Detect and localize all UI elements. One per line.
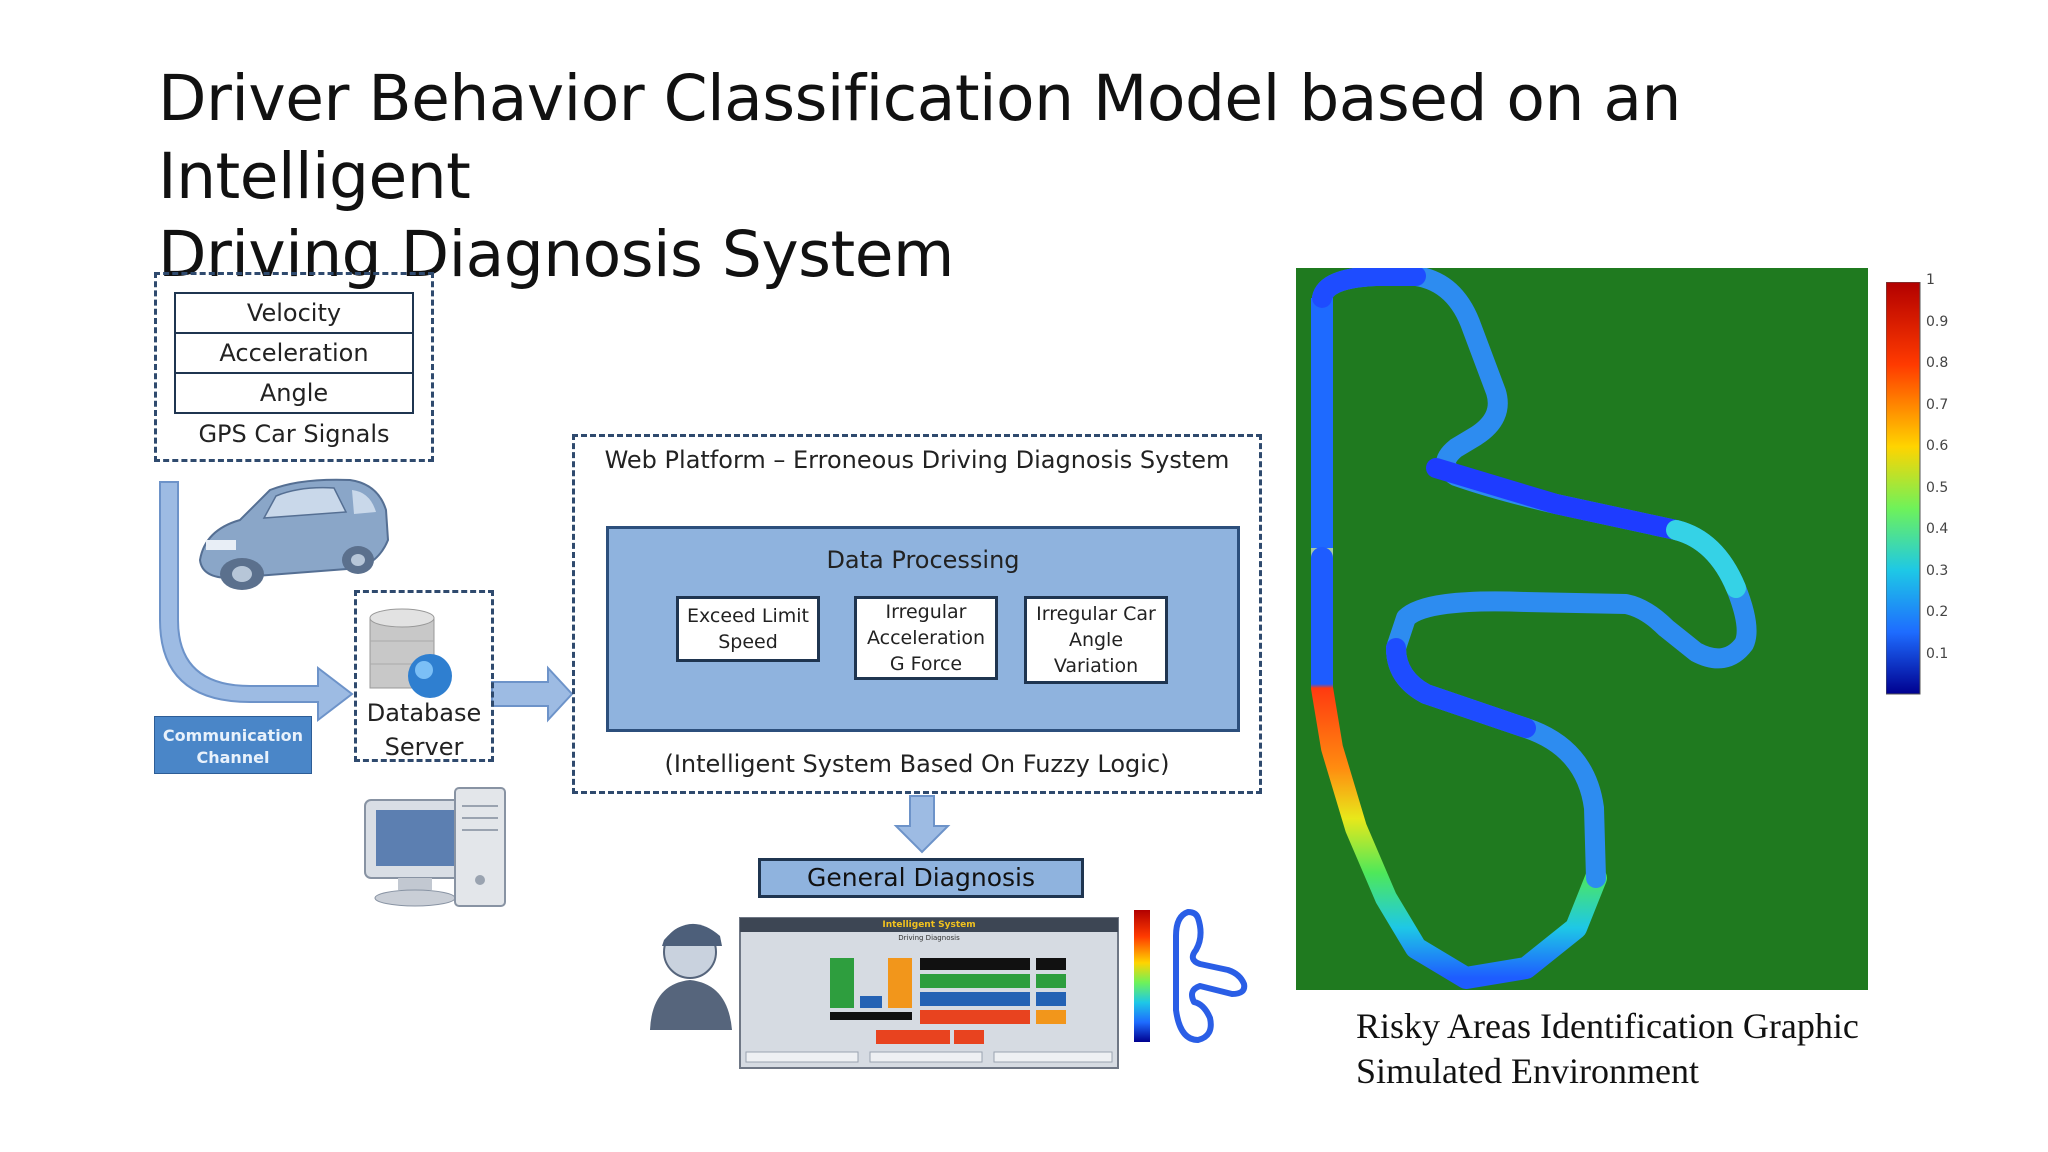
title-line-2: Driving Diagnosis System bbox=[158, 218, 954, 291]
colorbar-tick: 0.1 bbox=[1926, 646, 1949, 662]
colorbar-tick: 1 bbox=[1926, 272, 1935, 288]
colorbar-tick: 0.7 bbox=[1926, 397, 1949, 413]
risk-map-track bbox=[1311, 266, 1757, 989]
signal-velocity: Velocity bbox=[174, 292, 414, 334]
database-icon bbox=[369, 608, 452, 698]
web-platform-title: Web Platform – Erroneous Driving Diagnos… bbox=[604, 446, 1230, 474]
gps-signals-group bbox=[154, 272, 434, 462]
signal-angle: Angle bbox=[174, 372, 414, 414]
user-icon bbox=[650, 923, 732, 1030]
caption-line-2: Simulated Environment bbox=[1356, 1051, 1699, 1091]
colorbar-tick: 0.8 bbox=[1926, 355, 1949, 371]
colorbar-tick: 0.9 bbox=[1926, 314, 1949, 330]
colorbar-tick: 0.3 bbox=[1926, 563, 1949, 579]
arrow-to-platform bbox=[491, 665, 574, 723]
database-server-group bbox=[354, 590, 494, 762]
mini-track bbox=[1173, 909, 1248, 1043]
car-icon bbox=[198, 478, 390, 590]
title-line-1: Driver Behavior Classification Model bas… bbox=[158, 62, 1681, 213]
web-platform-group bbox=[572, 434, 1262, 794]
dashboard-thumbnail bbox=[739, 917, 1119, 1069]
mini-colorbar bbox=[1134, 910, 1150, 1042]
caption-line-1: Risky Areas Identification Graphic bbox=[1356, 1006, 1859, 1046]
risk-map bbox=[1296, 266, 1868, 990]
colorbar-tick: 0.2 bbox=[1926, 604, 1949, 620]
arrow-down bbox=[893, 795, 951, 854]
curved-arrow bbox=[159, 481, 354, 723]
colorbar-tick: 0.6 bbox=[1926, 438, 1949, 454]
data-processing-title: Data Processing bbox=[826, 546, 1020, 574]
communication-channel-label: Communication Channel bbox=[154, 716, 312, 774]
colorbar-tick: 0.4 bbox=[1926, 521, 1949, 537]
dashboard-subheader: Driving Diagnosis bbox=[898, 934, 960, 942]
slide-title: Driver Behavior Classification Model bas… bbox=[158, 60, 1938, 294]
database-server-label: Database Server bbox=[366, 699, 482, 761]
web-platform-footer: (Intelligent System Based On Fuzzy Logic… bbox=[664, 750, 1170, 778]
risk-map-caption: Risky Areas Identification Graphic Simul… bbox=[1356, 1004, 2016, 1094]
computer-icon bbox=[364, 787, 506, 907]
general-diagnosis-box: General Diagnosis bbox=[758, 858, 1084, 898]
dashboard-header: Intelligent System bbox=[882, 920, 976, 930]
gps-caption: GPS Car Signals bbox=[198, 420, 390, 448]
colorbar bbox=[1886, 282, 1921, 695]
colorbar-tick: 0.5 bbox=[1926, 480, 1949, 496]
